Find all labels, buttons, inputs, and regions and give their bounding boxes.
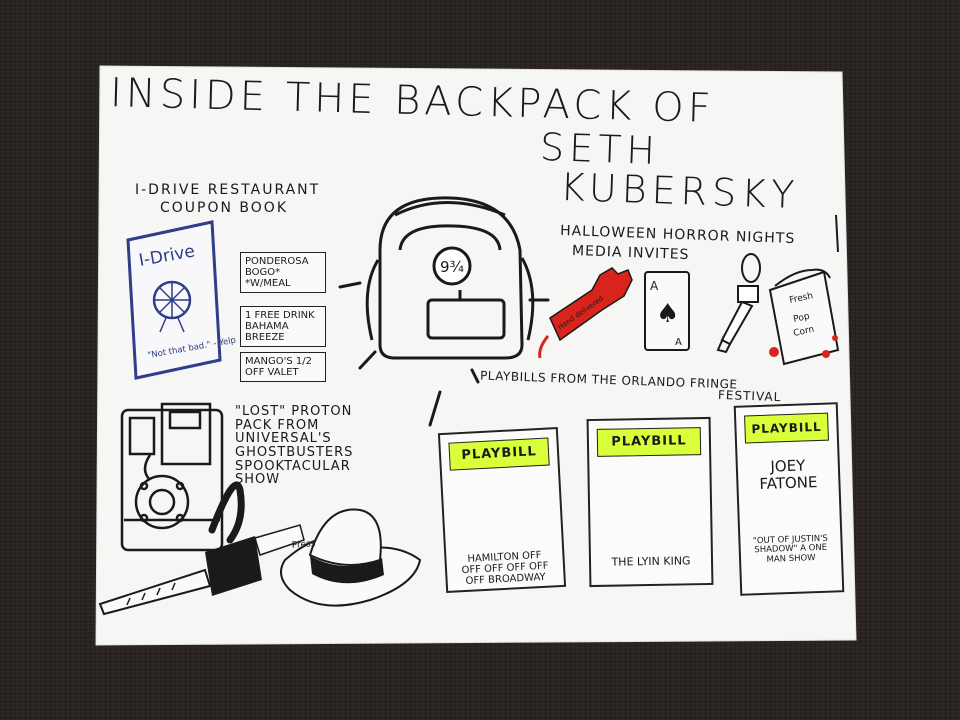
- playbill-name: Joey Fatone: [759, 456, 818, 493]
- playbill-card-hamilton: PLAYBILL Hamilton off off off off off of…: [437, 426, 567, 594]
- nine-three-quarters-patch: [432, 246, 472, 286]
- playbill-caption: "Out of Justin's Shadow" a one man show: [752, 533, 829, 565]
- proton-label-line: Ghostbusters: [235, 444, 354, 460]
- playbills-heading-line2: Festival: [717, 387, 782, 405]
- playbill-card-lyin-king: PLAYBILL The Lyin King: [586, 416, 714, 588]
- popcorn-label-3: Corn: [793, 325, 816, 339]
- backpack-drawing: [365, 196, 535, 360]
- ace-of-spades-card: A ♠ A: [644, 271, 690, 351]
- proton-pack-drawing: [120, 402, 224, 552]
- svg-text:A: A: [650, 279, 659, 293]
- playbill-card-fatone: PLAYBILL Joey Fatone "Out of Justin's Sh…: [733, 402, 845, 596]
- playbill-caption: Hamilton off off off off off off Broadwa…: [461, 550, 549, 587]
- keychain-drawing: [716, 253, 761, 354]
- playbill-banner: PLAYBILL: [596, 427, 702, 457]
- red-glove-drawing: [538, 267, 633, 359]
- idrive-heading-line2: Coupon Book: [160, 200, 289, 216]
- svg-text:♠: ♠: [656, 299, 679, 329]
- idrive-book-drawing: [126, 220, 222, 380]
- proton-label-line: Universal's: [235, 431, 332, 447]
- proton-label-line: Pack from: [235, 417, 320, 433]
- press-hat-drawing: [280, 508, 422, 607]
- playbill-banner: PLAYBILL: [448, 437, 550, 471]
- title-swoosh: [835, 214, 839, 253]
- coupon-mangos: Mango's 1/2 off Valet: [240, 352, 326, 382]
- hat-press-label: Press: [291, 539, 316, 551]
- coupon-bahama-breeze: 1 Free Drink Bahama Breeze: [240, 306, 326, 347]
- popcorn-label-2: Pop: [793, 312, 811, 325]
- svg-text:A: A: [675, 337, 682, 348]
- proton-hose: [208, 481, 245, 544]
- proton-label-line: "Lost" Proton: [235, 404, 353, 419]
- proton-wand: [98, 524, 305, 616]
- playbill-caption: The Lyin King: [611, 554, 691, 569]
- popcorn-label-1: Fresh: [789, 291, 815, 306]
- proton-label-line: Show: [235, 472, 281, 488]
- proton-label-line: Spooktacular: [235, 458, 351, 474]
- popcorn-box-drawing: [768, 268, 840, 366]
- coupon-ponderosa: Ponderosa BOGO* *w/meal: [240, 252, 326, 293]
- idrive-heading-line1: I-Drive Restaurant: [135, 182, 321, 198]
- connector-lines: [338, 281, 550, 427]
- proton-pack-label: "Lost" Proton Pack from Universal's Ghos…: [235, 405, 395, 487]
- page-title-line3: Kubersky: [559, 164, 800, 218]
- patch-label: 9¾: [440, 258, 465, 276]
- playbill-banner: PLAYBILL: [744, 412, 829, 444]
